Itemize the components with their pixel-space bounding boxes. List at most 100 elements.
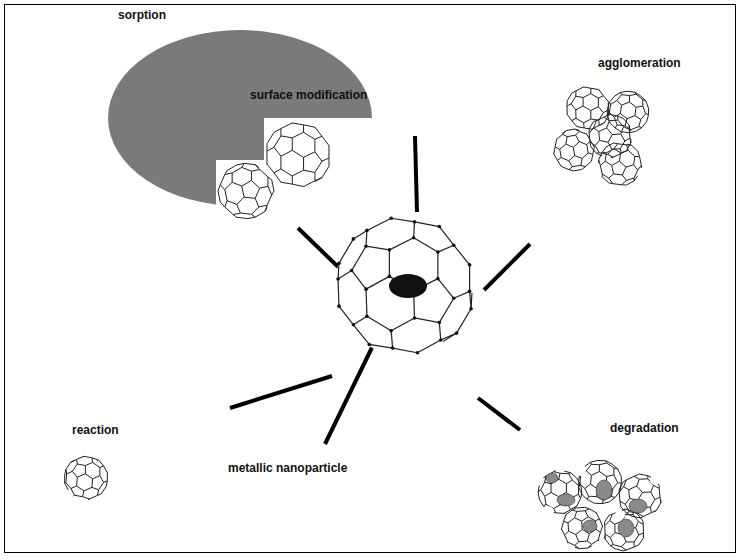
bond	[248, 217, 255, 219]
bond	[559, 479, 567, 483]
bond	[614, 117, 617, 125]
fullerene	[218, 163, 274, 218]
bond	[583, 98, 584, 106]
bond	[599, 123, 604, 126]
bond	[415, 318, 440, 323]
bond	[569, 531, 576, 534]
bond	[634, 156, 635, 164]
bond	[575, 547, 579, 548]
bond	[598, 107, 603, 113]
bond	[581, 521, 583, 529]
bond	[600, 166, 602, 175]
bond	[77, 464, 85, 466]
bond	[225, 182, 232, 189]
bond	[339, 306, 353, 325]
bond	[315, 136, 322, 139]
bond	[589, 509, 596, 513]
bond	[624, 127, 630, 130]
fullerene	[561, 507, 602, 548]
bond	[91, 458, 93, 463]
bond	[621, 547, 626, 550]
bond	[589, 496, 597, 497]
bond	[622, 509, 625, 511]
bond	[538, 492, 539, 500]
bond	[315, 178, 322, 182]
bond	[415, 222, 440, 227]
sorption-notch	[264, 118, 384, 218]
bond	[232, 173, 233, 182]
atom	[452, 296, 456, 300]
bond	[591, 154, 592, 161]
bond	[554, 505, 560, 509]
bond	[545, 496, 546, 504]
bond	[627, 116, 635, 119]
bond	[639, 120, 641, 127]
bond	[618, 116, 624, 119]
degradation-fragment	[596, 480, 612, 500]
bond	[647, 115, 649, 122]
bond	[609, 174, 614, 178]
bond	[629, 94, 636, 95]
fullerene	[567, 87, 609, 129]
bond	[577, 127, 584, 128]
bond	[579, 131, 586, 134]
bond	[304, 181, 315, 187]
bond	[414, 238, 438, 252]
bond	[588, 546, 592, 548]
bond	[244, 163, 255, 164]
bond	[576, 96, 583, 97]
bond	[568, 542, 575, 545]
bond	[454, 291, 470, 298]
bond	[292, 123, 303, 125]
bond	[595, 140, 599, 145]
bond	[599, 128, 607, 132]
bond	[563, 131, 567, 135]
bond	[237, 204, 241, 213]
fullerene	[554, 129, 595, 171]
bond	[591, 88, 599, 89]
bond	[619, 492, 621, 501]
bond	[551, 484, 552, 493]
bond	[638, 521, 643, 524]
bond	[274, 136, 281, 147]
bond	[545, 492, 551, 496]
bond	[650, 499, 654, 507]
bond	[598, 96, 603, 99]
bond	[227, 165, 237, 171]
bond	[71, 459, 77, 462]
atom	[350, 269, 354, 273]
atom	[469, 307, 473, 311]
bond	[605, 539, 610, 546]
bond	[242, 186, 244, 197]
bond	[244, 197, 255, 198]
bond	[609, 182, 613, 184]
bond	[634, 176, 638, 181]
bond	[575, 129, 580, 130]
degradation-fragment	[546, 473, 558, 483]
bond	[353, 230, 367, 239]
bond	[609, 178, 613, 183]
bond	[595, 519, 599, 521]
bond	[77, 486, 84, 491]
bond	[624, 480, 627, 487]
bond	[585, 489, 589, 497]
bond	[573, 142, 579, 148]
bond	[621, 134, 625, 141]
bond	[551, 492, 559, 496]
bond	[556, 512, 564, 514]
bond	[267, 132, 274, 143]
bond	[587, 496, 588, 499]
bond	[77, 456, 84, 459]
bond	[328, 145, 329, 146]
bond	[594, 121, 597, 128]
bond	[220, 202, 225, 207]
bond	[629, 102, 636, 107]
bond	[315, 127, 322, 136]
atom	[352, 237, 356, 241]
bond	[655, 497, 660, 499]
bond	[590, 88, 591, 93]
bond	[609, 96, 614, 102]
bond	[614, 174, 623, 175]
bond	[576, 87, 584, 91]
bond	[609, 514, 612, 516]
